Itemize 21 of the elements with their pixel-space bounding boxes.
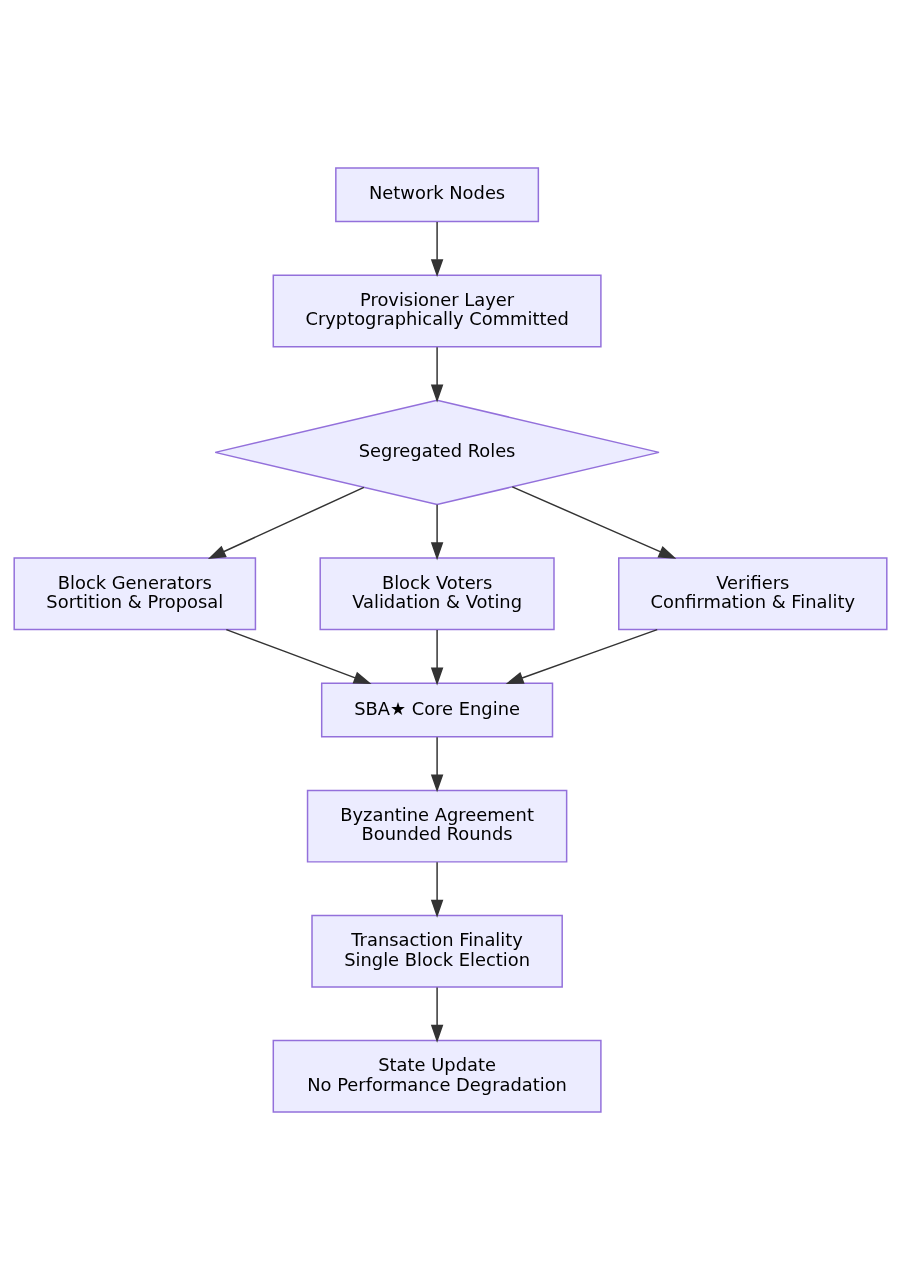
node-box: SBA★ Core Engine	[320, 682, 554, 738]
arrow	[511, 486, 677, 559]
arrow	[430, 736, 444, 793]
arrow	[430, 986, 444, 1043]
arrow	[430, 861, 444, 918]
node-box: Network Nodes	[335, 167, 540, 223]
node-box: Block Voters Validation & Voting	[319, 557, 555, 631]
node-box: Block Generators Sortition & Proposal	[13, 557, 257, 631]
arrow	[430, 346, 444, 403]
node-box: Byzantine Agreement Bounded Rounds	[306, 789, 568, 863]
arrow	[505, 628, 658, 684]
arrow	[430, 503, 444, 561]
arrow	[430, 629, 444, 686]
arrow	[430, 221, 444, 278]
node-box: Transaction Finality Single Block Election	[311, 914, 563, 988]
arrow	[207, 486, 365, 559]
node-box: Verifiers Confirmation & Finality	[618, 557, 888, 631]
node-box: Provisioner Layer Cryptographically Committed	[272, 274, 602, 348]
arrow	[225, 628, 372, 684]
node-box: State Update No Performance Degradation	[272, 1039, 602, 1113]
node-diamond: Segregated Roles	[214, 399, 660, 506]
